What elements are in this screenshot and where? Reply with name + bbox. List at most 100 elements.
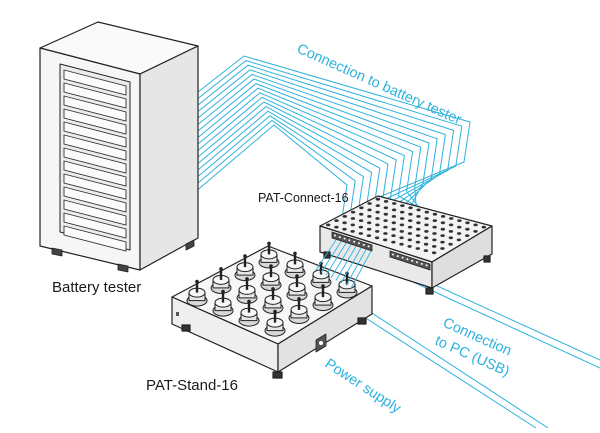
- terminal: [399, 242, 404, 246]
- cell-pin: [243, 256, 247, 268]
- terminal: [342, 227, 347, 231]
- terminal: [366, 227, 372, 231]
- rack-slot: [63, 134, 127, 161]
- front-port-pin: [362, 243, 365, 246]
- rack-slot: [63, 121, 127, 148]
- terminal: [449, 217, 454, 220]
- terminal: [383, 219, 388, 223]
- terminal: [391, 240, 396, 244]
- cell-pin: [271, 288, 275, 300]
- front-port-block: [389, 250, 431, 271]
- terminal: [465, 221, 470, 225]
- test-cell: [210, 267, 232, 294]
- connect-front-ports: [331, 231, 431, 271]
- terminal: [457, 219, 462, 223]
- rack-slot: [63, 69, 127, 96]
- terminal: [465, 234, 470, 238]
- cell-pin-head: [247, 299, 251, 304]
- cell-pin: [293, 253, 297, 265]
- battery-cable: [197, 60, 463, 203]
- terminal: [465, 227, 470, 231]
- test-cell: [260, 264, 282, 292]
- cell-pin: [273, 311, 277, 323]
- battery-tester-label: Battery tester: [52, 279, 141, 296]
- stand-cable: [345, 249, 367, 286]
- cell-pin: [247, 301, 251, 313]
- test-cell: [288, 297, 310, 324]
- cell-pin: [319, 263, 323, 275]
- terminal: [416, 227, 421, 231]
- terminal: [392, 202, 397, 205]
- rack-slot: [63, 212, 127, 239]
- test-cell: [264, 309, 286, 337]
- terminal: [375, 217, 380, 220]
- terminal: [358, 225, 364, 229]
- test-cell: [310, 261, 332, 289]
- connection-battery-label: Connection to battery tester: [294, 41, 463, 128]
- test-cell: [234, 254, 256, 282]
- terminal: [440, 240, 445, 244]
- power-cable: [343, 299, 549, 429]
- test-cell: [186, 279, 208, 307]
- rack-slots: [63, 69, 127, 252]
- pat-connect-label: PAT-Connect-16: [258, 191, 349, 205]
- terminal: [407, 245, 412, 248]
- terminal: [448, 236, 453, 240]
- front-port-pin: [343, 237, 346, 240]
- rack-slot: [63, 186, 127, 213]
- terminal: [448, 223, 454, 227]
- stand-cable: [320, 241, 342, 273]
- cell-pin: [221, 291, 225, 303]
- stand-cable: [335, 246, 357, 281]
- battery-cable: [197, 64, 455, 205]
- rack-slot: [63, 160, 127, 187]
- battery-cable: [197, 83, 422, 212]
- terminal: [358, 232, 363, 235]
- terminal: [350, 210, 356, 214]
- terminal: [383, 206, 389, 210]
- battery-cable: [197, 92, 432, 216]
- terminal: [374, 236, 380, 240]
- terminal: [423, 242, 429, 246]
- cell-pin: [245, 278, 249, 290]
- terminal: [399, 223, 405, 227]
- terminal: [383, 238, 388, 242]
- terminal: [440, 221, 446, 225]
- terminal: [359, 212, 364, 216]
- cell-pin-head: [297, 297, 301, 301]
- terminal: [457, 225, 462, 229]
- terminal: [334, 219, 339, 223]
- terminal: [391, 208, 397, 212]
- terminal: [366, 234, 372, 238]
- terminal: [350, 223, 355, 227]
- terminal: [367, 202, 372, 205]
- terminal: [408, 219, 413, 223]
- terminal: [358, 219, 364, 223]
- test-cell: [212, 289, 234, 317]
- test-cell: [286, 274, 308, 302]
- terminal: [440, 215, 446, 218]
- terminal: [424, 230, 429, 233]
- terminal: [424, 236, 429, 240]
- cell-pin: [297, 298, 301, 310]
- terminal: [432, 219, 437, 223]
- front-port-pin: [406, 258, 409, 261]
- terminal: [416, 208, 421, 212]
- rack-slot: [63, 199, 127, 226]
- terminal: [440, 234, 445, 238]
- terminal: [415, 234, 421, 238]
- front-port-pin: [396, 255, 399, 258]
- stand-cable: [315, 239, 337, 271]
- cell-pin: [195, 281, 199, 293]
- cell-pin-head: [267, 241, 271, 246]
- terminal: [432, 238, 437, 242]
- terminal: [440, 227, 445, 231]
- battery-cable: [197, 73, 438, 208]
- terminal: [334, 225, 339, 229]
- battery-cable: [197, 55, 471, 201]
- terminal: [448, 242, 453, 246]
- front-port-pin: [425, 264, 428, 267]
- terminal: [383, 200, 389, 203]
- front-port-pin: [411, 259, 414, 262]
